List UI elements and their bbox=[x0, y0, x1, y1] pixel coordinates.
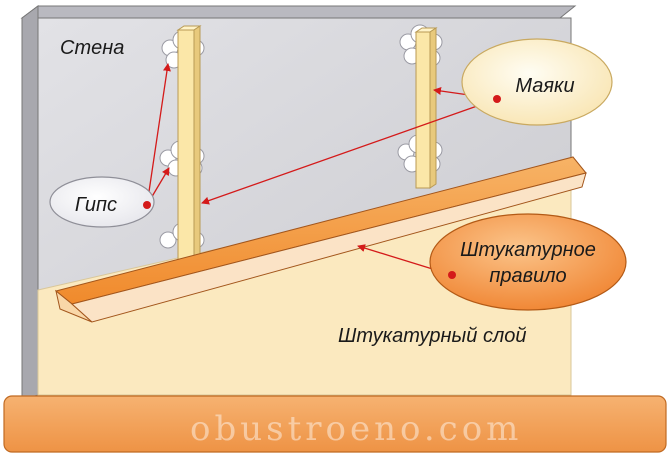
beacon bbox=[176, 25, 202, 273]
rule-callout: Штукатурное правило bbox=[429, 213, 627, 311]
plastering-rule bbox=[54, 156, 587, 323]
rule-label-line2: правило bbox=[489, 265, 566, 287]
gypsum-callout: Гипс bbox=[49, 176, 155, 228]
pointer-beacons-left bbox=[201, 98, 498, 205]
beacon bbox=[414, 27, 438, 189]
beacons-callout: Маяки bbox=[461, 38, 613, 126]
rule-label-line1: Штукатурное bbox=[460, 239, 596, 261]
floor: obustroeno.com bbox=[3, 395, 667, 453]
gypsum-label: Гипс bbox=[75, 194, 117, 216]
watermark: obustroeno.com bbox=[190, 409, 522, 449]
wall-side-edge bbox=[21, 5, 39, 401]
plaster-layer-label: Штукатурный слой bbox=[338, 325, 526, 347]
beacons-label: Маяки bbox=[515, 75, 574, 97]
pointer-gypsum-top bbox=[146, 63, 171, 206]
wall-top-edge bbox=[20, 5, 577, 19]
rule-bottom-face bbox=[70, 172, 587, 323]
wall-label: Стена bbox=[60, 37, 124, 59]
